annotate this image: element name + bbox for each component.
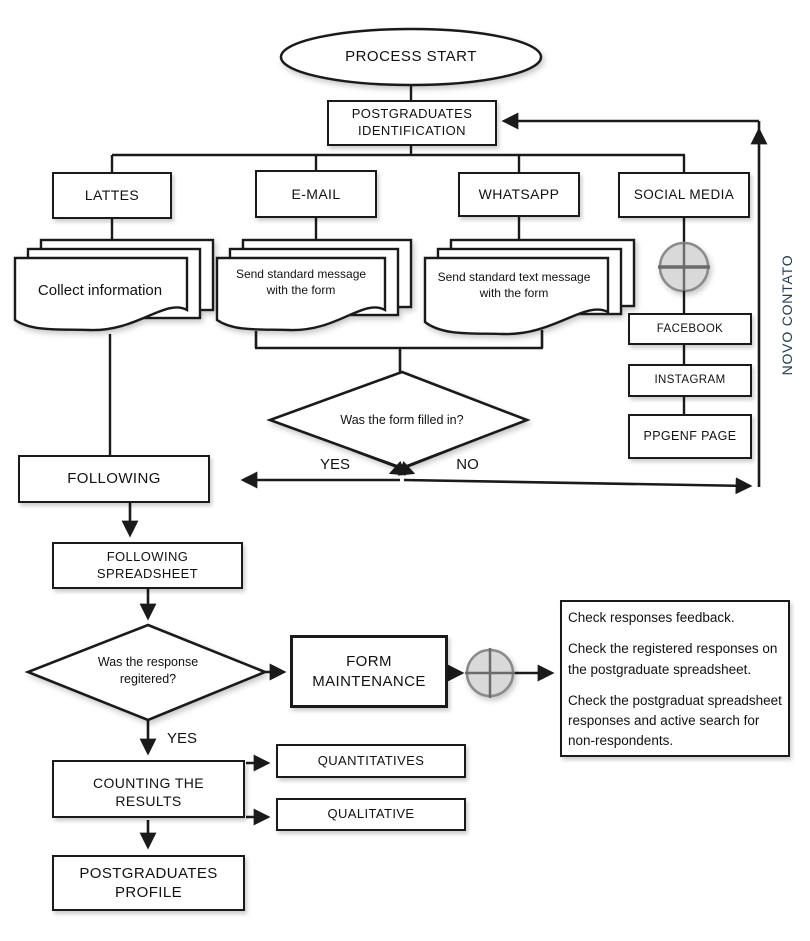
node-postgraduates-identification: POSTGRADUATES IDENTIFICATION bbox=[327, 100, 497, 146]
node-postgraduates-profile: POSTGRADUATES PROFILE bbox=[52, 855, 245, 911]
document-stack-email bbox=[215, 238, 413, 332]
decision-response-question: Was the response regitered? bbox=[97, 655, 199, 686]
node-following: FOLLOWING bbox=[18, 455, 210, 503]
maintenance-note: Check responses feedback. bbox=[568, 610, 735, 625]
node-lattes: LATTES bbox=[52, 172, 172, 219]
document-label-lattes: Collect information bbox=[37, 281, 163, 299]
node-following-spreadsheet: FOLLOWING SPREADSHEET bbox=[52, 542, 243, 589]
maintenance-note: Check the registered responses on the po… bbox=[568, 641, 778, 677]
arrow-no-to-return bbox=[403, 477, 753, 495]
node-email: E-MAIL bbox=[255, 170, 377, 218]
or-connector-icon bbox=[658, 241, 710, 293]
new-contact-label: NOVO CONTATO bbox=[778, 254, 795, 376]
document-stack-lattes bbox=[13, 238, 215, 332]
maintenance-note: Check the postgraduat spreadsheet respon… bbox=[568, 692, 782, 749]
node-ppgenf-page: PPGENF PAGE bbox=[628, 414, 752, 459]
node-facebook: FACEBOOK bbox=[628, 313, 752, 345]
or-connector-maintenance-icon bbox=[465, 648, 515, 698]
document-stack-whatsapp bbox=[423, 238, 636, 336]
node-whatsapp: WHATSAPP bbox=[458, 172, 580, 217]
decision-form-no-label: NO bbox=[456, 455, 479, 473]
node-qualitative: QUALITATIVE bbox=[276, 798, 466, 831]
start-label: PROCESS START bbox=[345, 47, 477, 65]
node-social-media: SOCIAL MEDIA bbox=[618, 172, 750, 218]
maintenance-notes: Check responses feedback. Check the regi… bbox=[560, 600, 790, 757]
top-connectors bbox=[110, 85, 686, 243]
decision-response-shape bbox=[24, 623, 269, 722]
node-instagram: INSTAGRAM bbox=[628, 364, 752, 397]
return-loop bbox=[501, 112, 768, 487]
document-label-email: Send standard message with the form bbox=[235, 266, 367, 297]
decision-response-yes-label: YES bbox=[166, 729, 197, 747]
decision-form-question: Was the form filled in? bbox=[340, 412, 464, 427]
node-counting-results: COUNTING THE RESULTS bbox=[52, 760, 245, 818]
decision-form-yes-label: YES bbox=[319, 455, 350, 473]
node-quantitatives: QUANTITATIVES bbox=[276, 744, 466, 778]
node-form-maintenance: FORM MAINTENANCE bbox=[290, 635, 448, 708]
document-label-whatsapp: Send standard text message with the form bbox=[437, 269, 591, 300]
decision-form-exit-left bbox=[388, 447, 453, 476]
merge-bracket bbox=[254, 330, 544, 372]
